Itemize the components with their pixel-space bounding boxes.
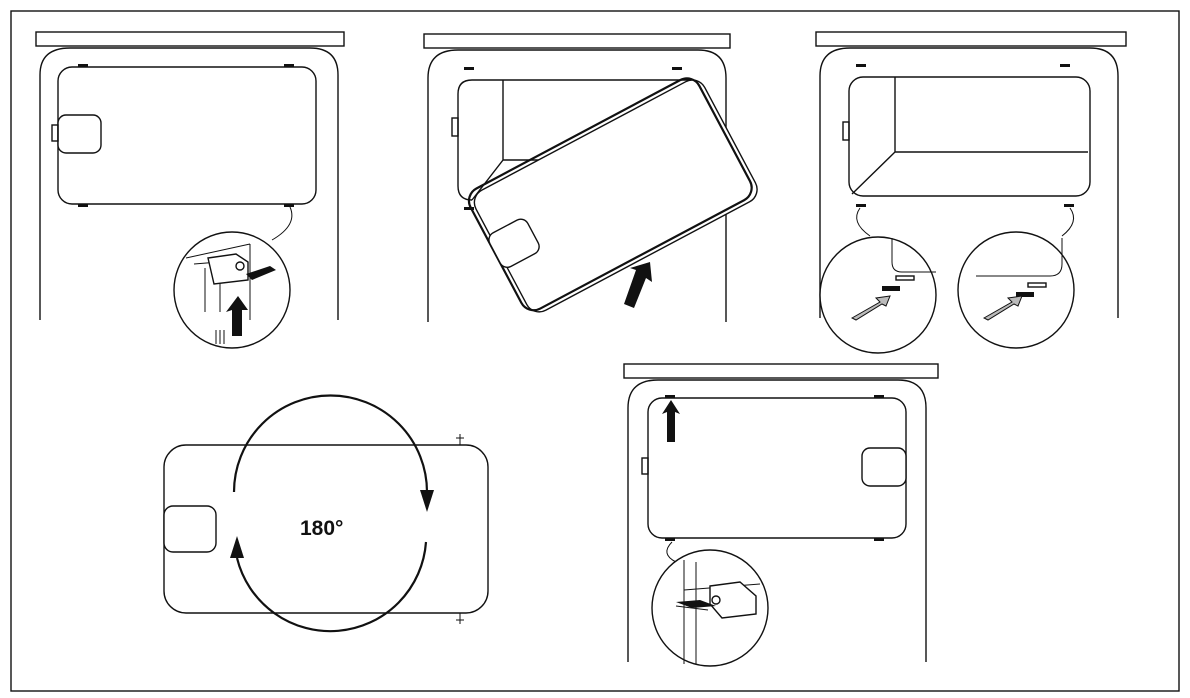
up-arrow-1 bbox=[226, 296, 248, 336]
cabinet-top-1 bbox=[35, 31, 345, 47]
pin-arrow-right bbox=[982, 295, 1023, 321]
hinge-marker bbox=[78, 64, 88, 67]
step-5-reinstall bbox=[623, 363, 939, 667]
rotation-arc-bottom bbox=[235, 541, 428, 633]
zoom-circle-3b bbox=[957, 231, 1075, 349]
zoom-leader-1 bbox=[271, 206, 293, 241]
rotation-arrow-bottom bbox=[230, 536, 244, 558]
cabinet-top-3 bbox=[815, 31, 1127, 47]
step-4-rotate-door bbox=[163, 394, 489, 633]
step-1-remove-hinge bbox=[35, 31, 345, 349]
hinge-marker bbox=[874, 395, 884, 398]
down-arrow-2 bbox=[624, 262, 652, 308]
hinge-marker bbox=[284, 204, 294, 207]
pin-arrow-left bbox=[850, 295, 891, 321]
push-arrow-1 bbox=[246, 266, 276, 280]
hinge-marker bbox=[874, 538, 884, 541]
door-handle-5 bbox=[861, 447, 907, 487]
hinge-marker bbox=[284, 64, 294, 67]
hinge-bracket-1 bbox=[207, 253, 249, 285]
door-handle-2 bbox=[488, 218, 540, 268]
hinge-marker bbox=[464, 207, 474, 210]
cabinet-body-2 bbox=[427, 49, 727, 322]
zoom-circle-5 bbox=[651, 549, 769, 667]
cabinet-body-5 bbox=[627, 379, 927, 662]
hinge-marker bbox=[856, 204, 866, 207]
tilted-door bbox=[467, 77, 758, 313]
hinge-marker bbox=[78, 204, 88, 207]
door-handle-4 bbox=[163, 505, 217, 553]
zoom-circle-3a bbox=[819, 236, 937, 354]
step-2-lift-door bbox=[423, 33, 758, 322]
cabinet-interior-3 bbox=[848, 76, 1091, 197]
cabinet-top-5 bbox=[623, 363, 939, 379]
rotation-label: 180° bbox=[300, 517, 344, 540]
rotation-arc-top bbox=[232, 394, 429, 493]
push-arrow-5 bbox=[676, 600, 716, 608]
up-arrow-5 bbox=[662, 400, 680, 442]
hinge-marker bbox=[1064, 204, 1074, 207]
hinge-marker bbox=[856, 64, 866, 67]
hinge-marker bbox=[672, 67, 682, 70]
hinge-marker bbox=[665, 395, 675, 398]
hinge-marker bbox=[464, 67, 474, 70]
door-handle-1 bbox=[57, 114, 102, 154]
handle-clip-1 bbox=[51, 124, 59, 142]
cabinet-body-3 bbox=[819, 47, 1119, 318]
hinge-marker bbox=[665, 538, 675, 541]
cabinet-body-1 bbox=[39, 47, 339, 320]
hinge-screw-1 bbox=[235, 261, 245, 271]
hinge-marker bbox=[1060, 64, 1070, 67]
zoom-circle-1 bbox=[173, 231, 291, 349]
step-3-swap-pins bbox=[815, 31, 1127, 354]
cabinet-top-2 bbox=[423, 33, 731, 49]
rotation-arrow-top bbox=[420, 490, 434, 512]
outer-border bbox=[10, 10, 1180, 692]
